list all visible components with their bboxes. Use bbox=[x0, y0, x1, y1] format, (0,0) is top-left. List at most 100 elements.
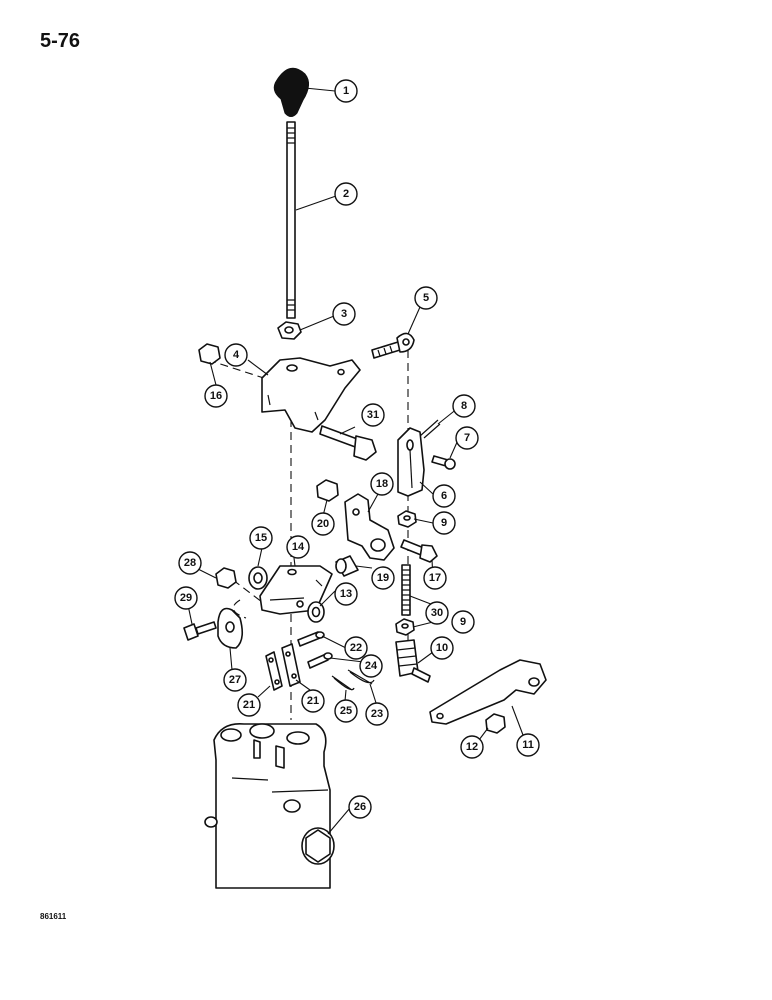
callout-bubbles: 1 2 3 4 5 6 7 8 9 9 10 11 12 13 14 15 16… bbox=[174, 79, 540, 819]
lever-bracket[interactable] bbox=[261, 357, 361, 433]
nut-20[interactable] bbox=[316, 479, 339, 502]
callout-6: 6 bbox=[432, 484, 456, 508]
svg-text:21: 21 bbox=[243, 699, 255, 711]
rod-end[interactable] bbox=[395, 639, 431, 683]
callout-11: 11 bbox=[516, 733, 540, 757]
pin-22[interactable] bbox=[297, 631, 325, 647]
callout-14: 14 bbox=[286, 535, 310, 559]
svg-text:9: 9 bbox=[460, 616, 466, 628]
callout-20: 20 bbox=[311, 512, 335, 536]
callout-12: 12 bbox=[460, 735, 484, 759]
svg-text:27: 27 bbox=[229, 674, 241, 686]
washer-15[interactable] bbox=[248, 566, 268, 590]
svg-text:20: 20 bbox=[317, 518, 329, 530]
callout-28: 28 bbox=[178, 551, 202, 575]
callout-3: 3 bbox=[332, 302, 356, 326]
svg-text:8: 8 bbox=[461, 400, 467, 412]
callout-25: 25 bbox=[334, 699, 358, 723]
svg-text:28: 28 bbox=[184, 557, 196, 569]
jam-nut-upper[interactable] bbox=[397, 510, 417, 528]
arm-nut[interactable] bbox=[485, 713, 506, 734]
plug[interactable] bbox=[301, 827, 335, 865]
callout-19: 19 bbox=[371, 566, 395, 590]
svg-text:25: 25 bbox=[340, 705, 352, 717]
clevis-pin[interactable] bbox=[431, 455, 456, 470]
callout-26: 26 bbox=[348, 795, 372, 819]
callout-4: 4 bbox=[224, 343, 248, 367]
svg-text:18: 18 bbox=[376, 478, 388, 490]
callout-30: 30 bbox=[425, 601, 449, 625]
callout-23: 23 bbox=[365, 702, 389, 726]
svg-text:4: 4 bbox=[233, 349, 240, 361]
svg-text:23: 23 bbox=[371, 708, 383, 720]
callout-18: 18 bbox=[370, 472, 394, 496]
callout-8: 8 bbox=[452, 394, 476, 418]
callout-9-upper: 9 bbox=[432, 511, 456, 535]
svg-text:24: 24 bbox=[365, 660, 378, 672]
cotter-pin-8[interactable] bbox=[419, 419, 441, 439]
link-plate-second[interactable] bbox=[281, 643, 301, 687]
lever-arm[interactable] bbox=[344, 493, 395, 561]
clevis[interactable] bbox=[397, 427, 425, 497]
threaded-rod[interactable] bbox=[401, 564, 411, 616]
svg-text:30: 30 bbox=[431, 607, 443, 619]
valve-body bbox=[204, 723, 331, 889]
bolt-31[interactable] bbox=[319, 425, 377, 461]
svg-text:17: 17 bbox=[429, 572, 441, 584]
callout-7: 7 bbox=[455, 426, 479, 450]
svg-text:7: 7 bbox=[464, 432, 470, 444]
svg-text:14: 14 bbox=[292, 541, 305, 553]
callout-27: 27 bbox=[223, 668, 247, 692]
link-plate[interactable] bbox=[265, 651, 283, 691]
svg-text:9: 9 bbox=[441, 517, 447, 529]
svg-text:26: 26 bbox=[354, 801, 366, 813]
callout-5: 5 bbox=[414, 286, 438, 310]
callout-21-left: 21 bbox=[237, 693, 261, 717]
callout-22: 22 bbox=[344, 636, 368, 660]
linkage-arm[interactable] bbox=[429, 659, 547, 725]
callout-21-right: 21 bbox=[301, 689, 325, 713]
callout-2: 2 bbox=[334, 182, 358, 206]
svg-text:1: 1 bbox=[343, 85, 349, 97]
svg-text:16: 16 bbox=[210, 390, 222, 402]
callout-24: 24 bbox=[359, 654, 383, 678]
callout-16: 16 bbox=[204, 384, 228, 408]
callout-13: 13 bbox=[334, 582, 358, 606]
svg-text:5: 5 bbox=[423, 292, 429, 304]
figure-code: 861611 bbox=[40, 912, 67, 921]
svg-text:6: 6 bbox=[441, 490, 447, 502]
svg-text:22: 22 bbox=[350, 642, 362, 654]
nut-28[interactable] bbox=[215, 567, 237, 589]
shift-knob[interactable] bbox=[273, 67, 309, 117]
mounting-plate[interactable] bbox=[217, 607, 244, 649]
callout-10: 10 bbox=[430, 636, 454, 660]
svg-text:11: 11 bbox=[522, 739, 534, 751]
shift-lever-rod[interactable] bbox=[286, 121, 296, 319]
svg-text:12: 12 bbox=[466, 741, 478, 753]
page-number: 5-76 bbox=[40, 30, 81, 52]
bolt-17[interactable] bbox=[400, 539, 438, 563]
callout-1: 1 bbox=[334, 79, 358, 103]
svg-text:21: 21 bbox=[307, 695, 319, 707]
rod-eye[interactable] bbox=[371, 332, 415, 359]
callout-9-lower: 9 bbox=[451, 610, 475, 634]
svg-text:29: 29 bbox=[180, 592, 192, 604]
cotter-pin-23[interactable] bbox=[347, 669, 375, 685]
callout-29: 29 bbox=[174, 586, 198, 610]
pin-24[interactable] bbox=[307, 652, 333, 669]
svg-text:13: 13 bbox=[340, 588, 352, 600]
jam-nut-lower[interactable] bbox=[395, 618, 415, 636]
bolt-29[interactable] bbox=[183, 621, 217, 641]
svg-text:2: 2 bbox=[343, 188, 349, 200]
washer-13[interactable] bbox=[307, 601, 325, 623]
callout-15: 15 bbox=[249, 526, 273, 550]
svg-text:3: 3 bbox=[341, 308, 347, 320]
svg-text:15: 15 bbox=[255, 532, 267, 544]
bracket-nut[interactable] bbox=[198, 343, 221, 365]
svg-text:10: 10 bbox=[436, 642, 448, 654]
bushing[interactable] bbox=[335, 555, 359, 577]
svg-text:31: 31 bbox=[367, 409, 379, 421]
lever-nut[interactable] bbox=[277, 321, 302, 340]
cotter-pin-25[interactable] bbox=[331, 675, 355, 691]
